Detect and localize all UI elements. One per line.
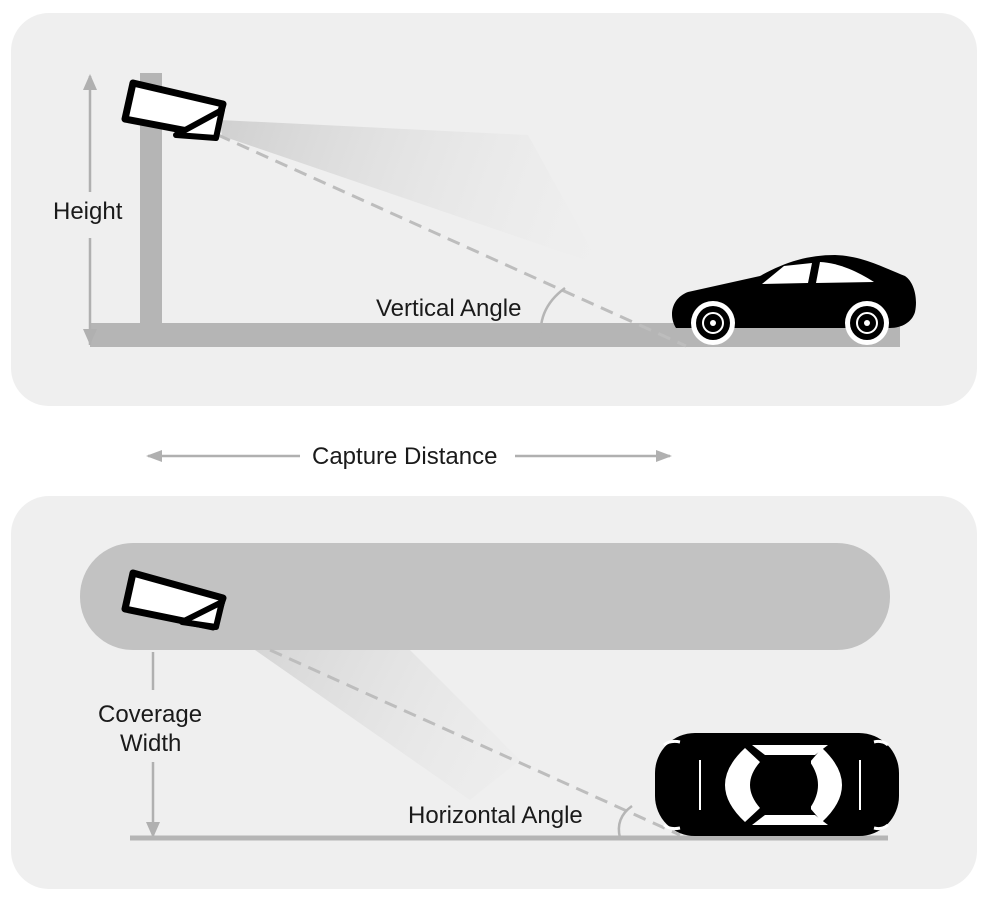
coverage-width-arrow xyxy=(146,652,160,838)
capture-distance-label: Capture Distance xyxy=(312,443,497,470)
vertical-angle-arc xyxy=(539,286,566,346)
vertical-beam xyxy=(220,120,600,265)
camera-pole xyxy=(140,73,162,333)
horizontal-sight-line xyxy=(269,648,681,837)
coverage-width-label-line1: Coverage xyxy=(98,701,202,728)
coverage-width-label-line2: Width xyxy=(120,730,181,757)
horizontal-angle-arc xyxy=(617,804,633,839)
car-top-icon xyxy=(655,733,899,836)
camera-side-icon xyxy=(121,79,227,141)
horizontal-angle-label: Horizontal Angle xyxy=(408,802,583,829)
mounting-wall xyxy=(80,543,890,650)
horizontal-beam xyxy=(255,650,520,800)
capture-distance-arrow xyxy=(146,450,672,462)
height-arrow xyxy=(83,74,97,345)
height-label: Height xyxy=(53,198,123,225)
camera-top-icon xyxy=(121,569,227,631)
vertical-angle-label: Vertical Angle xyxy=(376,295,521,322)
vertical-sight-line xyxy=(217,133,687,348)
car-side-icon xyxy=(672,255,916,345)
